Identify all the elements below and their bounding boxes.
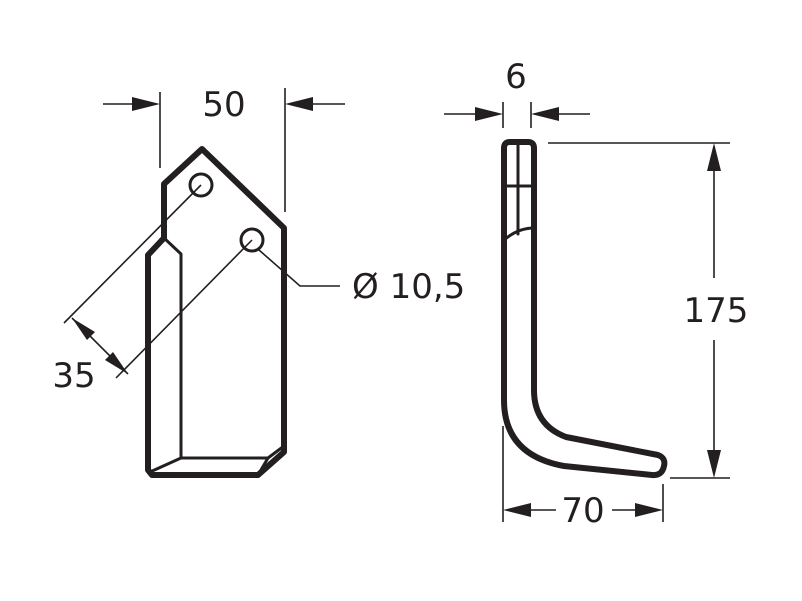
side-view: 6 175 70 bbox=[444, 57, 748, 531]
diameter-leader bbox=[258, 249, 340, 287]
blade-bevel-bottom bbox=[148, 444, 286, 474]
blade-bevel-left bbox=[162, 236, 183, 460]
spacing-extension-lower bbox=[115, 239, 253, 379]
thickness-arrowhead-right bbox=[531, 107, 559, 121]
length-arrowhead-right bbox=[635, 503, 663, 517]
length-label: 70 bbox=[561, 491, 604, 531]
mounting-hole-lower bbox=[239, 227, 265, 253]
front-view: 50 35 Ø 10,5 bbox=[52, 85, 465, 478]
height-label: 175 bbox=[684, 291, 749, 331]
width-label: 50 bbox=[202, 85, 245, 125]
height-arrowhead-top bbox=[707, 143, 721, 171]
hole-diameter-label: Ø 10,5 bbox=[352, 267, 465, 307]
hole-spacing-label: 35 bbox=[52, 356, 95, 396]
profile-twist-curve bbox=[502, 226, 536, 242]
thickness-arrowhead-left bbox=[475, 107, 503, 121]
height-arrowhead-bottom bbox=[707, 450, 721, 478]
spacing-extension-upper bbox=[63, 184, 202, 324]
length-arrowhead-left bbox=[503, 503, 531, 517]
profile-outline bbox=[501, 139, 668, 479]
mounting-hole-upper bbox=[188, 172, 214, 198]
width-arrowhead-right bbox=[285, 97, 313, 111]
blade-bevel-corner bbox=[256, 456, 270, 477]
blade-outline bbox=[145, 146, 287, 478]
width-arrowhead-left bbox=[132, 97, 160, 111]
thickness-label: 6 bbox=[505, 57, 527, 97]
spacing-arrowhead-lower bbox=[105, 352, 128, 374]
spacing-arrowhead-upper bbox=[72, 318, 95, 340]
